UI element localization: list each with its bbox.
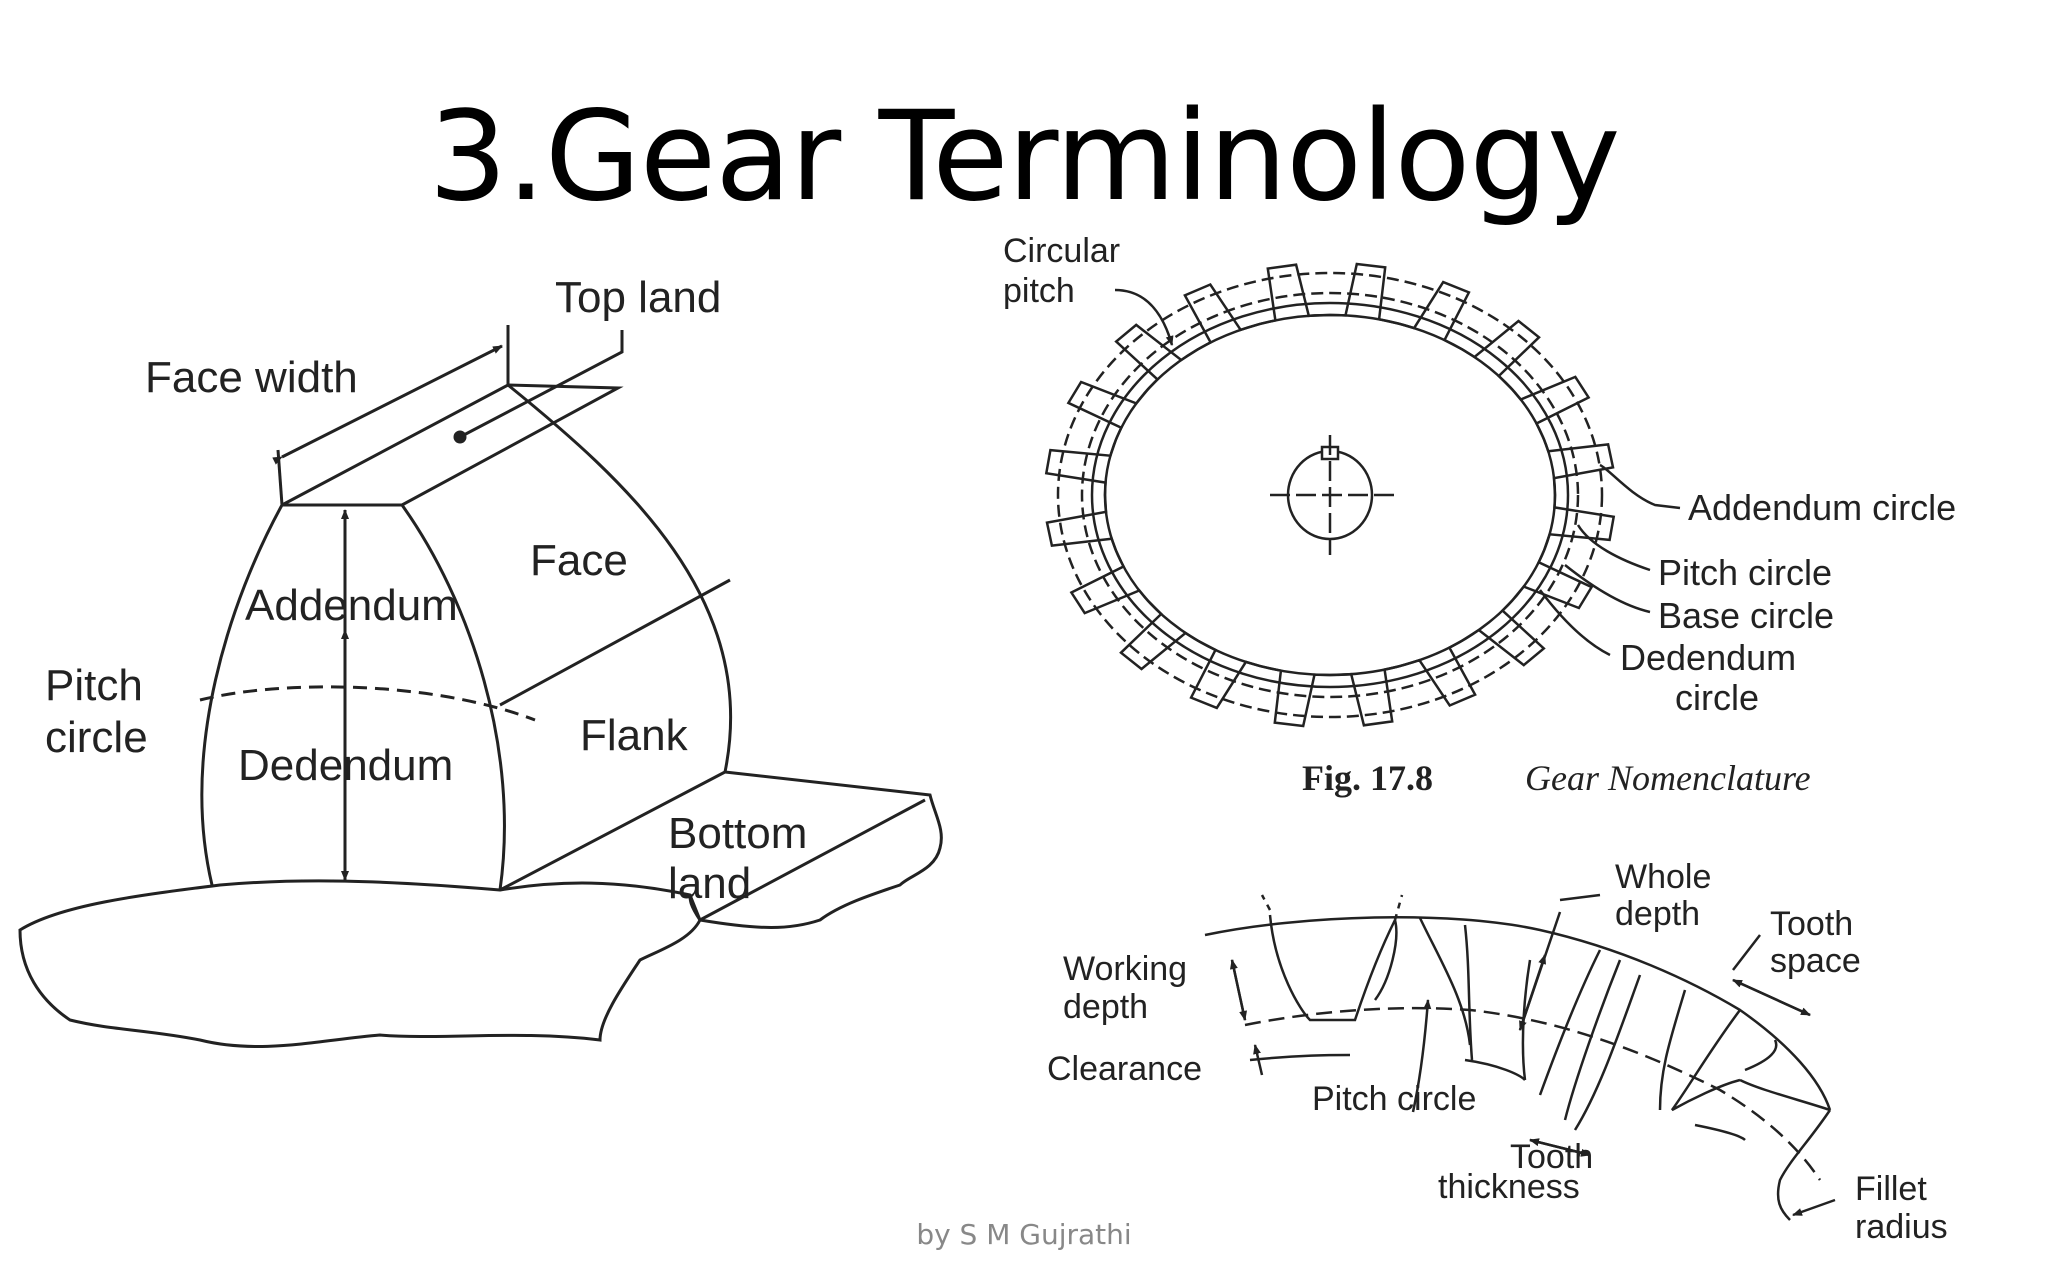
gear-body-base <box>18 879 702 1048</box>
label-flank: Flank <box>580 711 689 760</box>
label-dedendum: Dedendum <box>238 741 453 790</box>
label-face-width: Face width <box>145 353 358 402</box>
label-dedendum: Dedendum <box>1620 637 1796 678</box>
label-tooth-thickness-1: Tooth <box>1510 1138 1593 1176</box>
label-addendum: Addendum <box>245 581 458 630</box>
label-bottom: Bottom <box>668 809 807 858</box>
label-pitch: Pitch <box>45 661 143 710</box>
bottom-land-slab <box>688 770 943 929</box>
label-addendum-circle: Addendum circle <box>1688 487 1956 528</box>
pitch-circle <box>1080 291 1580 699</box>
label-whole-depth: depth <box>1615 895 1700 933</box>
label-top-land: Top land <box>555 273 721 322</box>
label-clearance: Clearance <box>1047 1050 1202 1088</box>
label-face: Face <box>530 536 628 585</box>
label-pitch-circle: Pitch circle <box>1658 552 1832 593</box>
label-circle: circle <box>45 713 148 762</box>
label-circular: Circular <box>1003 232 1120 270</box>
slide-footer: by S M Gujrathi <box>916 1218 1132 1251</box>
slide-title: 3.Gear Terminology <box>428 85 1621 229</box>
label-radius: radius <box>1855 1208 1948 1246</box>
label-land: land <box>668 859 751 908</box>
label-fillet: Fillet <box>1855 1170 1927 1208</box>
figure-number: Fig. 17.8 <box>1302 758 1433 798</box>
tooth-back-profile <box>507 383 732 773</box>
label-tooth-thickness-2: thickness <box>1438 1168 1580 1206</box>
label-whole: Whole <box>1615 858 1711 896</box>
gear-tooth-labels: Top land Face width Face Addendum Pitch … <box>45 273 807 908</box>
label-working-depth: depth <box>1063 988 1148 1026</box>
tooth-left-profile <box>200 504 284 886</box>
dedendum-circle <box>1103 313 1557 677</box>
tooth-detail-diagram <box>1204 893 1836 1221</box>
label-working: Working <box>1063 950 1187 988</box>
label-tooth-space-2: space <box>1770 942 1861 980</box>
base-circle <box>1090 301 1570 689</box>
figure-caption: Gear Nomenclature <box>1525 758 1811 798</box>
gear-tooth-diagram <box>18 325 943 1048</box>
label-pitch-circle-2: Pitch circle <box>1312 1080 1476 1118</box>
label-base-circle: Base circle <box>1658 595 1834 636</box>
tooth-detail-labels: Whole depth Tooth space Working depth Cl… <box>1047 858 1948 1246</box>
spur-gear-diagram <box>1044 262 1681 728</box>
label-dedendum-circle: circle <box>1675 677 1759 718</box>
top-land <box>281 383 624 507</box>
gear-labels: Circular pitch Addendum circle Pitch cir… <box>1003 232 1956 798</box>
label-circular-pitch: pitch <box>1003 272 1075 310</box>
label-tooth-space-1: Tooth <box>1770 905 1853 943</box>
tooth-front-right-profile <box>400 504 506 891</box>
addendum-circle <box>1056 271 1604 719</box>
